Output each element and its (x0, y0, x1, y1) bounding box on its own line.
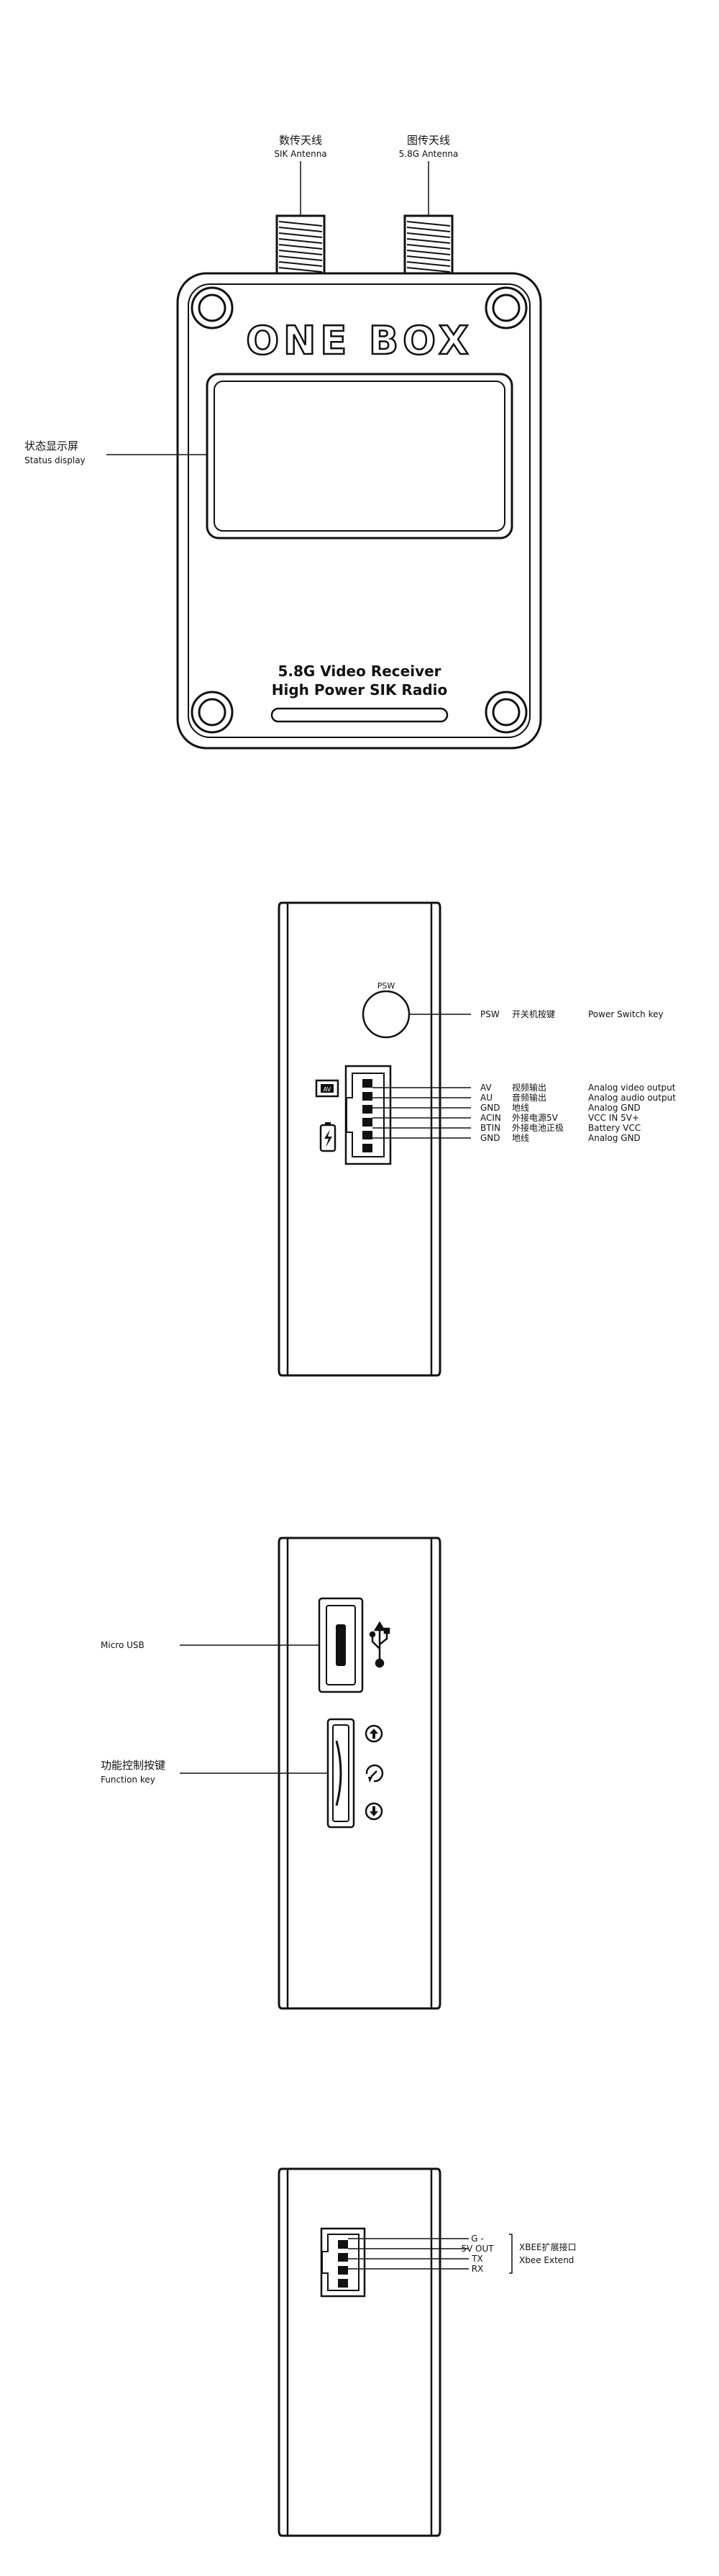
pin-en: Analog GND (588, 1103, 641, 1113)
function-key[interactable] (326, 1718, 355, 1829)
box-body-inner-rim (188, 283, 531, 738)
side-view-2: Micro USB 功能控制按键 Function key (101, 1537, 441, 2010)
xbee-pin-leaders (348, 2238, 469, 2270)
func-cn: 功能控制按键 (101, 1759, 165, 1772)
side-view-1: PSW PSW 开关机按键 Power Switch key AV (278, 901, 676, 1377)
side-view-3: G - 5V OUT TX RX XBEE扩展接口 Xbee Extend (278, 2167, 577, 2537)
status-display (206, 373, 513, 540)
rotate-icon (365, 1764, 384, 1783)
svg-text:AV: AV (324, 1086, 331, 1093)
arrow-up-icon (365, 1724, 383, 1743)
screw-hole-tl (191, 286, 234, 329)
screw-hole-tr (485, 286, 528, 329)
battery-charge-icon (319, 1122, 336, 1152)
xbee-pin-label: TX (471, 2254, 483, 2264)
label-line2: High Power SIK Radio (272, 681, 448, 698)
side3-body (278, 2167, 441, 2537)
pin-en: VCC IN 5V+ (588, 1113, 639, 1123)
antenna-right-cn: 图传天线 (407, 134, 450, 147)
logo-onebox: ONE BOX (246, 318, 473, 363)
psw-button-label: PSW (377, 981, 395, 991)
xbee-cn: XBEE扩展接口 (519, 2242, 577, 2252)
antenna-right-en: 5.8G Antenna (399, 149, 459, 159)
pin-leaders (372, 1087, 471, 1139)
micro-usb-port[interactable] (318, 1597, 364, 1693)
pin-cn: 外接电源5V (512, 1112, 559, 1123)
pin-en: Analog audio output (588, 1093, 676, 1103)
xbee-pin-label: RX (472, 2264, 484, 2274)
antenna-left (275, 214, 326, 276)
pin-code: AU (480, 1093, 493, 1103)
pin-code: AV (480, 1083, 492, 1093)
screw-hole-br (485, 691, 528, 734)
usb-label: Micro USB (101, 1640, 145, 1650)
usb-icon (369, 1621, 390, 1668)
pin-cn: 地线 (512, 1133, 529, 1143)
pin-cn: 地线 (512, 1103, 529, 1113)
psw-en: Power Switch key (588, 1009, 664, 1019)
pin-cn: 外接电池正极 (512, 1122, 564, 1133)
pin-code: ACIN (480, 1113, 501, 1123)
psw-cn: 开关机按键 (512, 1009, 555, 1019)
pin-en: Battery VCC (588, 1123, 641, 1133)
xbee-pin-label: 5V OUT (461, 2244, 494, 2254)
pin-en: Analog GND (588, 1133, 641, 1143)
pin-labels: AV 视频输出 Analog video output AU 音频输出 Anal… (480, 1082, 676, 1143)
arrow-down-icon (365, 1802, 383, 1821)
psw-code: PSW (480, 1009, 500, 1019)
power-switch-button[interactable] (362, 990, 411, 1039)
label-slot (270, 707, 449, 723)
func-en: Function key (101, 1775, 155, 1785)
label-line1: 5.8G Video Receiver (278, 663, 441, 680)
pin-en: Analog video output (588, 1083, 676, 1093)
top-view: 数传天线 SIK Antenna 图传天线 5.8G Antenna ONE B… (24, 134, 542, 750)
pin-code: GND (480, 1103, 500, 1113)
av-power-connector (344, 1065, 392, 1165)
antenna-left-en: SIK Antenna (274, 149, 326, 159)
av-icon: AV (315, 1079, 339, 1098)
pin-code: BTIN (480, 1123, 500, 1133)
pin-code: GND (480, 1133, 500, 1143)
antenna-left-cn: 数传天线 (279, 134, 322, 147)
xbee-connector (320, 2227, 366, 2298)
pin-cn: 音频输出 (512, 1092, 546, 1103)
display-cn: 状态显示屏 (24, 440, 78, 452)
xbee-en: Xbee Extend (519, 2255, 574, 2265)
screw-hole-bl (191, 691, 234, 734)
display-en: Status display (24, 455, 86, 465)
xbee-pin-label: G - (471, 2234, 483, 2244)
pin-cn: 视频输出 (512, 1082, 546, 1093)
antenna-right (403, 214, 454, 276)
xbee-bracket (509, 2234, 513, 2274)
